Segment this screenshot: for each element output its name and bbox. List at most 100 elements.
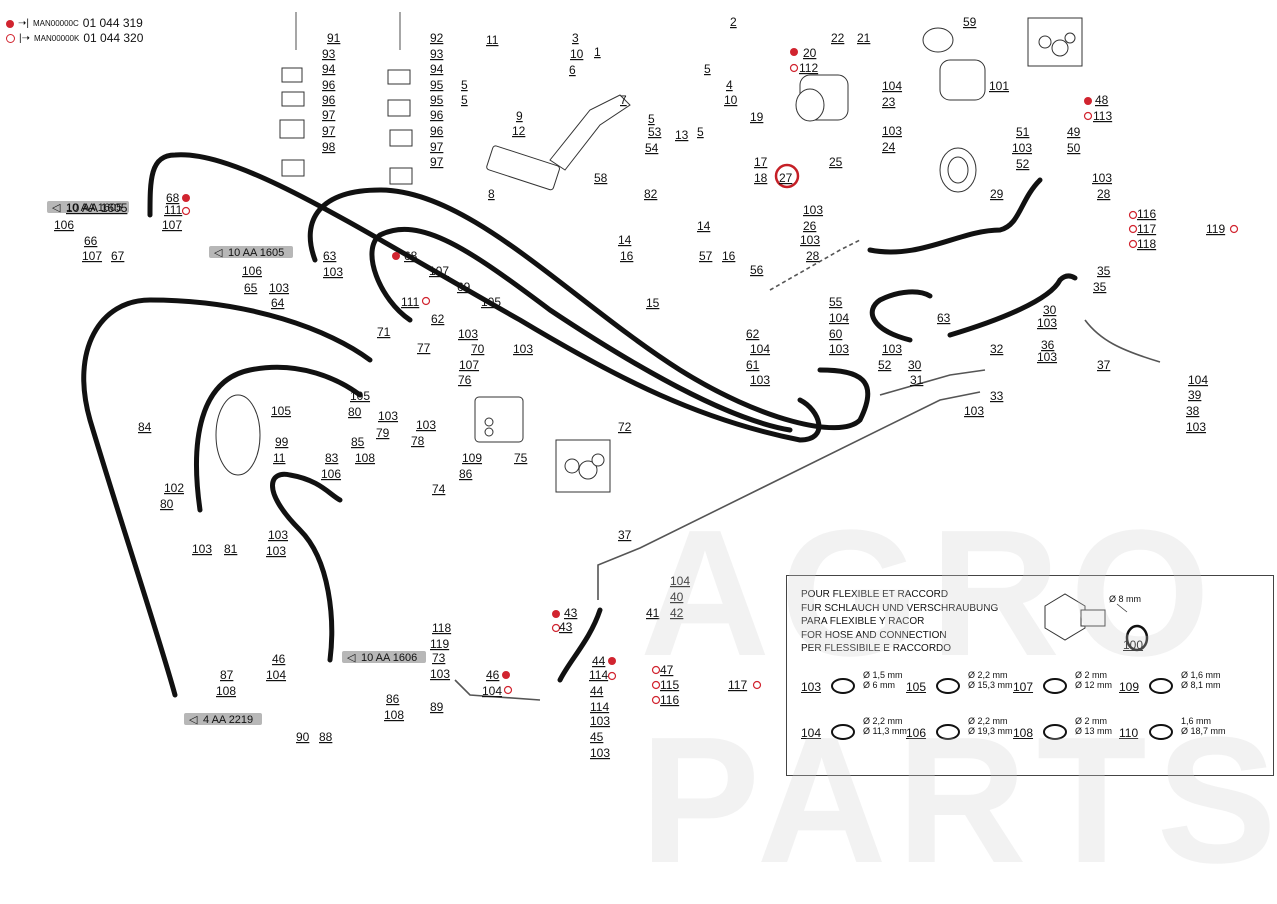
part-label: 15 (646, 296, 660, 310)
part-label: 53 (648, 125, 662, 139)
part-label: 16 (620, 249, 634, 263)
filled-dot-icon (6, 19, 14, 28)
part-label: 86 (459, 467, 473, 481)
part-label: 97 (430, 155, 444, 169)
hose-accumulator-loop (194, 364, 363, 513)
part-label: 67 (111, 249, 125, 263)
part-label: 103 (458, 327, 478, 341)
part-label: 62 (431, 312, 445, 326)
part-label: 78 (411, 434, 425, 448)
pedal-arm (549, 94, 631, 171)
part-label: 1 (594, 45, 601, 59)
part-label: 103 (1037, 350, 1057, 364)
part-label: 104 (882, 79, 902, 93)
part-label: 33 (990, 389, 1004, 403)
part-label: 36 (1041, 338, 1055, 352)
arrow-bar-icon: |➝ (19, 33, 30, 44)
part-label: 23 (882, 95, 896, 109)
svg-text:4 AA 2219: 4 AA 2219 (203, 714, 253, 726)
part-label: 105 (271, 404, 291, 418)
part-label: 114 (589, 668, 608, 682)
ref-tag-2: ◁ 10 AA 1605 (209, 246, 293, 259)
part-label: 2 (730, 15, 737, 29)
part-label: 21 (857, 31, 871, 45)
main-dim: Ø 8 mm (1109, 594, 1142, 604)
part-label: 97 (430, 140, 444, 154)
part-label: 94 (430, 62, 444, 76)
part-label: 43 (564, 606, 578, 620)
part-label: 4 (726, 78, 733, 92)
part-label: 85 (351, 435, 365, 449)
part-label: 47 (660, 663, 674, 677)
legend-code: MAN00000K (33, 34, 80, 43)
part-label: 37 (1097, 358, 1111, 372)
highlight-circle-27 (774, 163, 800, 189)
part-label: 95 (430, 93, 444, 107)
hose-left-long (81, 297, 373, 698)
part-label: 101 (989, 79, 1009, 93)
part-label: 5 (704, 62, 711, 76)
part-label: 108 (384, 708, 404, 722)
part-label: 105 (350, 389, 370, 403)
part-labels: 9193949696979798929394959596969797115591… (54, 15, 1225, 760)
hose-center-s (270, 471, 343, 663)
part-label: 44 (592, 654, 606, 668)
part-label: 57 (699, 249, 713, 263)
part-label: 31 (910, 373, 924, 387)
part-label: 17 (754, 155, 768, 169)
part-label: 102 (164, 481, 184, 495)
arrow-right-icon: ➝| (18, 18, 29, 29)
part-label: 94 (322, 62, 336, 76)
part-label: 50 (1067, 141, 1081, 155)
part-label: 19 (750, 110, 764, 124)
part-label: 69 (457, 280, 471, 294)
part-label: 96 (430, 108, 444, 122)
part-label: 7 (620, 93, 627, 107)
part-label: 8 (488, 187, 495, 201)
part-label: 115 (660, 678, 679, 692)
svg-text:◁: ◁ (214, 247, 223, 259)
part-label: 104 (750, 342, 770, 356)
part-label: 103 (590, 746, 610, 760)
part-label: 40 (670, 590, 684, 604)
part-label: 74 (432, 482, 446, 496)
part-label: 44 (590, 684, 604, 698)
note-line: FOR HOSE AND CONNECTION (801, 629, 947, 641)
part-label: 29 (990, 187, 1004, 201)
part-label: 89 (430, 700, 444, 714)
part-label: 106 (54, 218, 74, 232)
part-label: 5 (648, 112, 655, 126)
part-label: 84 (138, 420, 152, 434)
part-label: 103 (882, 342, 902, 356)
rigid-pipe-88 (454, 679, 541, 701)
part-label: 105 (481, 295, 501, 309)
pedal-8 (486, 145, 560, 191)
note-lines: POUR FLEXIBLE ET RACCORD FUR SCHLAUCH UN… (801, 588, 998, 656)
part-label: 81 (224, 542, 238, 556)
part-label: 9 (516, 109, 523, 123)
part-label: 14 (697, 219, 711, 233)
part-label: 66 (84, 234, 98, 248)
part-label: 26 (803, 219, 817, 233)
part-label: 30 (908, 358, 922, 372)
part-label: 43 (559, 620, 573, 634)
part-label: 111 (401, 295, 420, 309)
part-label: 11 (486, 33, 499, 47)
part-label: 108 (216, 684, 236, 698)
legend-code: MAN00000C (32, 19, 79, 28)
hose-third-loop (369, 226, 793, 433)
part-label: 107 (429, 264, 449, 278)
part-label: 11 (273, 451, 286, 465)
part-label: 13 (675, 128, 689, 142)
part-label: 38 (1186, 404, 1200, 418)
part-label: 46 (486, 668, 500, 682)
part-label: 91 (327, 31, 341, 45)
part-label: 95 (430, 78, 444, 92)
hose-right-upper (867, 177, 1043, 255)
part-label: 92 (430, 31, 444, 45)
part-label: 51 (1016, 125, 1030, 139)
rigid-pipe-39 (1084, 319, 1161, 363)
part-label: 28 (1097, 187, 1111, 201)
part-label: 103 (829, 342, 849, 356)
part-label: 103 (430, 667, 450, 681)
